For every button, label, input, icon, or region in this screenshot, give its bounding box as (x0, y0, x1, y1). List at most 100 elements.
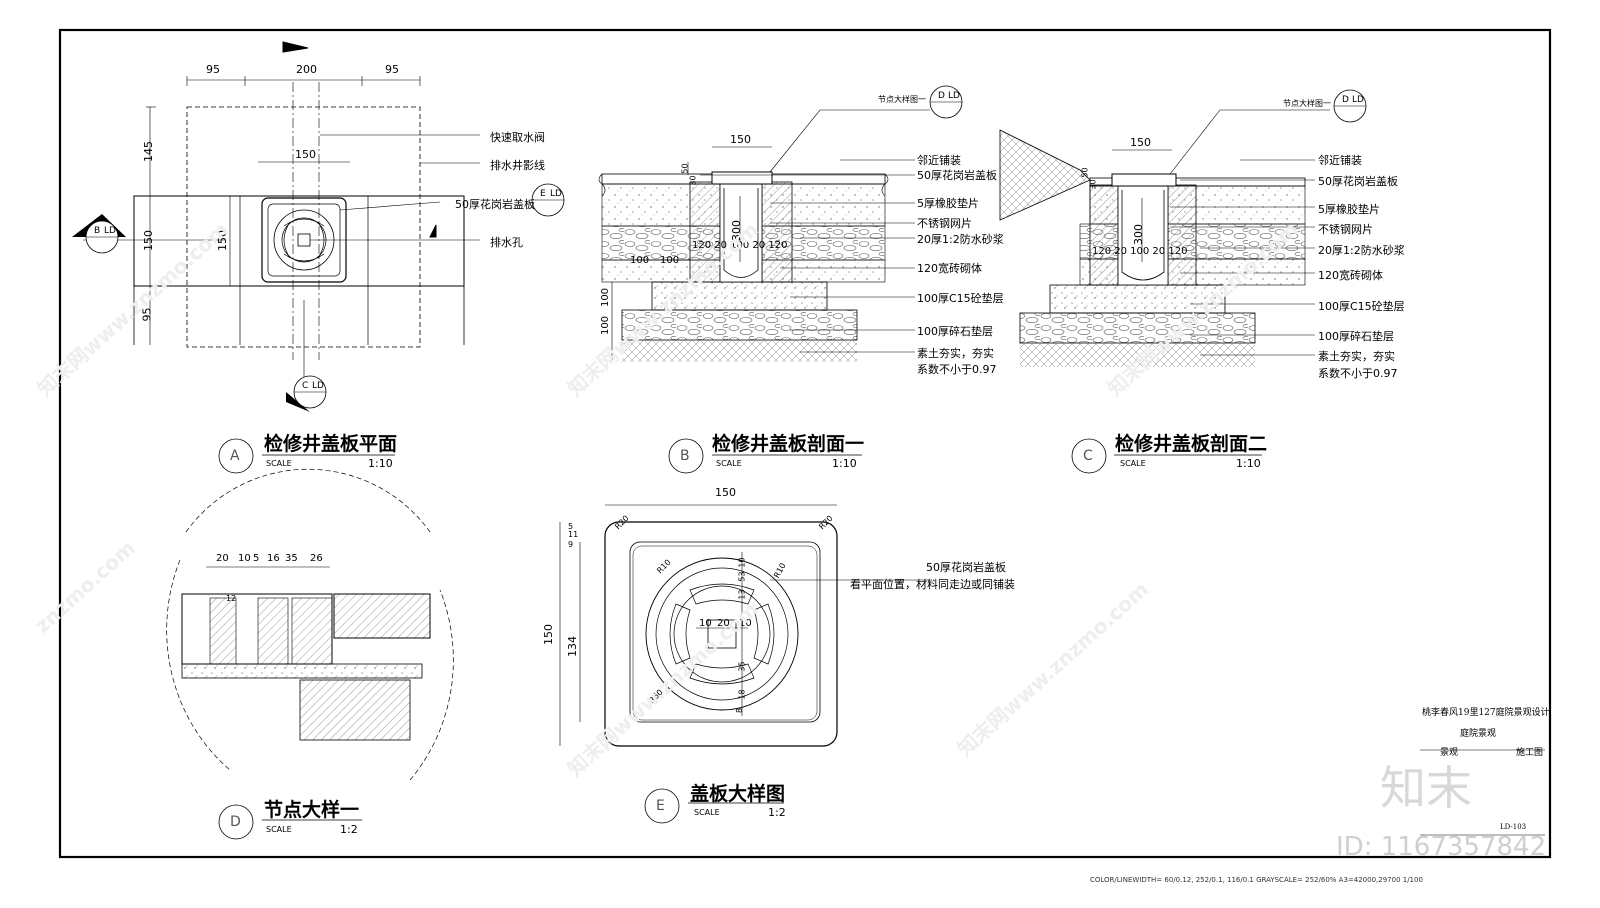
plan-label-hatch: 排水井影线 (490, 159, 545, 172)
s2-layer-4: 不锈钢网片 (1318, 223, 1373, 236)
s1-dims-mid: 120 20 100 20 120 (692, 240, 788, 251)
s2-layer-3: 5厚橡胶垫片 (1318, 203, 1380, 216)
d-dim-3: 5 (253, 553, 260, 564)
s1-dim-left-4: 100 (600, 315, 612, 336)
s1-dim-small-1: 50 (680, 163, 690, 174)
callout-b-sheet: LD (104, 226, 116, 236)
d-dim-1: 20 (216, 553, 229, 564)
s2-dim-depth: 300 (1132, 224, 1145, 245)
title-underlines (262, 454, 1262, 821)
view-e-title: 盖板大样图 (690, 783, 786, 805)
tb-stage: 施工图 (1516, 748, 1544, 758)
s1-dim-left-3: 100 (600, 287, 612, 308)
section-callout-c (286, 375, 327, 412)
s1-layer-9: 素土夯实，夯实 (917, 347, 994, 360)
e-dim-inner: 134 (566, 636, 579, 657)
view-d-scale-label: SCALE (266, 825, 292, 834)
s2-dims-mid: 120 20 100 20 120 (1092, 246, 1188, 257)
e-dim-v-5: 18 (737, 689, 747, 700)
view-d-letter: D (230, 814, 241, 830)
view-e-letter: E (656, 798, 665, 814)
d-dim-small: 12 (226, 594, 237, 603)
plan-label-cover: 50厚花岗岩盖板 (455, 198, 535, 211)
image-id: ID: 1167357842 (1336, 832, 1547, 862)
s1-callout-sheet: LD (948, 91, 960, 101)
plan-label-drain: 排水孔 (490, 236, 523, 249)
s1-layer-7: 100厚C15砼垫层 (917, 292, 1004, 305)
plan-dim-inner: 150 (295, 148, 316, 161)
e-dim-v-1: 10 (737, 557, 747, 568)
view-c-letter: C (1083, 448, 1093, 464)
plan-dim-side-2: 150 (142, 230, 155, 251)
callout-b-letter: B (94, 226, 101, 236)
tb-project: 桃李春风19里127庭院景观设计 (1422, 708, 1550, 718)
d-dim-4: 16 (267, 553, 280, 564)
e-dim-v-2: 53 (737, 571, 747, 582)
s2-layer-5: 20厚1:2防水砂浆 (1318, 244, 1405, 257)
plan-view (83, 41, 480, 380)
tb-drawing-no: LD-103 (1500, 823, 1527, 831)
s1-layer-8: 100厚碎石垫层 (917, 325, 993, 338)
view-e-scale: 1:2 (768, 806, 786, 819)
section-one (598, 109, 930, 362)
plan-label-valve: 快速取水阀 (490, 131, 545, 144)
view-e-scale-label: SCALE (694, 808, 720, 817)
logo-watermark: 知末 (1380, 761, 1472, 815)
section1-callout-d (929, 85, 963, 119)
s2-layer-6: 120宽砖砌体 (1318, 269, 1383, 282)
e-dim-edge-3: 9 (568, 540, 574, 549)
s1-dim-left-1: 100 (630, 255, 650, 266)
s2-layer-9: 素土夯实，夯实 (1318, 350, 1395, 363)
e-dim-v-4: 35 (737, 661, 747, 672)
e-dim-h-1: 10 (699, 618, 712, 629)
view-d-scale: 1:2 (340, 823, 358, 836)
plan-dim-left: 95 (206, 63, 220, 76)
d-dim-2: 10 (238, 553, 251, 564)
plot-settings: COLOR/LINEWIDTH= 60/0.12, 252/0.1, 116/0… (1090, 876, 1423, 884)
node-detail (166, 468, 454, 781)
view-a-scale: 1:10 (368, 457, 393, 470)
s1-dim-left-2: 100 (660, 255, 680, 266)
s1-dim-top: 150 (730, 133, 751, 146)
s2-dim-top: 150 (1130, 136, 1151, 149)
e-dim-top: 150 (715, 486, 736, 499)
view-b-scale: 1:10 (832, 457, 857, 470)
title-block-frame (1420, 749, 1545, 836)
s1-callout-letter: D (938, 91, 945, 101)
detail-callout-e (531, 183, 565, 217)
s2-callout-letter: D (1342, 95, 1349, 105)
view-c-title: 检修井盖板剖面二 (1115, 433, 1268, 455)
e-dim-edge-2: 11 (568, 530, 579, 539)
view-a-title: 检修井盖板平面 (264, 433, 398, 455)
view-b-scale-label: SCALE (716, 459, 742, 468)
e-dim-edge-1: 5 (568, 522, 574, 531)
s2-callout-text: 节点大样图一 (1283, 99, 1331, 108)
s2-dim-small-1: 50 (1080, 167, 1090, 178)
view-a-letter: A (230, 448, 240, 464)
s2-layer-1: 邻近铺装 (1318, 154, 1362, 167)
view-b-title: 检修井盖板剖面一 (712, 433, 865, 455)
s2-layer-8: 100厚碎石垫层 (1318, 330, 1394, 343)
tb-discipline: 景观 (1440, 748, 1459, 758)
plan-dim-right: 95 (385, 63, 399, 76)
e-dim-outer: 150 (542, 624, 555, 645)
s1-dim-small-2: 30 (688, 175, 698, 186)
view-a-scale-label: SCALE (266, 459, 292, 468)
e-label-cover: 50厚花岗岩盖板 (926, 561, 1006, 574)
s1-layer-1: 邻近铺装 (917, 154, 961, 167)
s1-layer-3: 5厚橡胶垫片 (917, 197, 979, 210)
section2-callout-d (1333, 89, 1367, 123)
view-c-scale-label: SCALE (1120, 459, 1146, 468)
callout-c-sheet: LD (312, 381, 324, 391)
s2-dim-small-2: 30 (1088, 179, 1098, 190)
s1-layer-10: 系数不小于0.97 (917, 363, 997, 376)
s1-layer-2: 50厚花岗岩盖板 (917, 169, 997, 182)
e-dim-v-6: 8 (735, 707, 745, 714)
plan-dim-side-1: 145 (142, 141, 155, 162)
callout-e-sheet: LD (550, 189, 562, 199)
view-c-scale: 1:10 (1236, 457, 1261, 470)
s2-layer-2: 50厚花岗岩盖板 (1318, 175, 1398, 188)
d-dim-5: 35 (285, 553, 298, 564)
